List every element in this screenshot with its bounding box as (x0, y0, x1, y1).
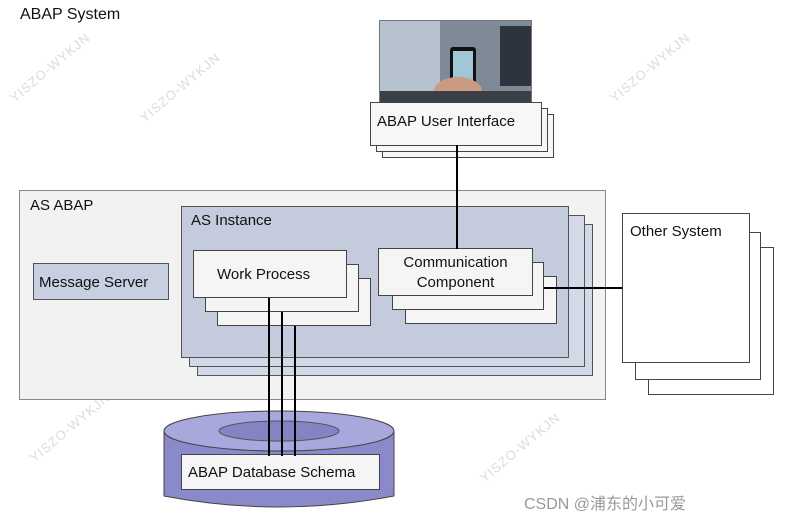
watermark: YISZO-WYKJN (6, 29, 93, 106)
watermark: YISZO-WYKJN (606, 29, 693, 106)
ui-to-communication-line (456, 145, 458, 249)
as-instance-label: AS Instance (191, 212, 272, 229)
other-system-label: Other System (630, 223, 722, 240)
wp-db-line-1 (268, 298, 270, 456)
communication-to-other-line (544, 287, 622, 289)
watermark: YISZO-WYKJN (476, 409, 563, 486)
database-schema-label: ABAP Database Schema (188, 464, 356, 481)
ui-box: ABAP User Interface (370, 102, 542, 146)
as-abap-label: AS ABAP (30, 197, 94, 214)
source-credit: CSDN @浦东的小可爱 (524, 496, 687, 513)
other-system-box: Other System (622, 213, 750, 363)
watermark: YISZO-WYKJN (136, 49, 223, 126)
wp-db-line-3 (294, 326, 296, 456)
page-title: ABAP System (20, 6, 121, 23)
user-device-photo (379, 20, 532, 103)
communication-box: Communication Component (378, 248, 533, 296)
work-process-label: Work Process (217, 266, 311, 283)
database-schema-box: ABAP Database Schema (181, 454, 380, 490)
wp-db-line-2 (281, 312, 283, 456)
communication-label-line2: Component (416, 274, 495, 291)
work-process-box: Work Process (193, 250, 347, 298)
message-server-label: Message Server (39, 274, 149, 291)
tablet-photo-icon (380, 21, 531, 102)
ui-label: ABAP User Interface (377, 113, 516, 130)
message-server-box: Message Server (33, 263, 169, 300)
communication-label-line1: Communication (403, 254, 508, 271)
watermark: YISZO-WYKJN (26, 389, 113, 466)
